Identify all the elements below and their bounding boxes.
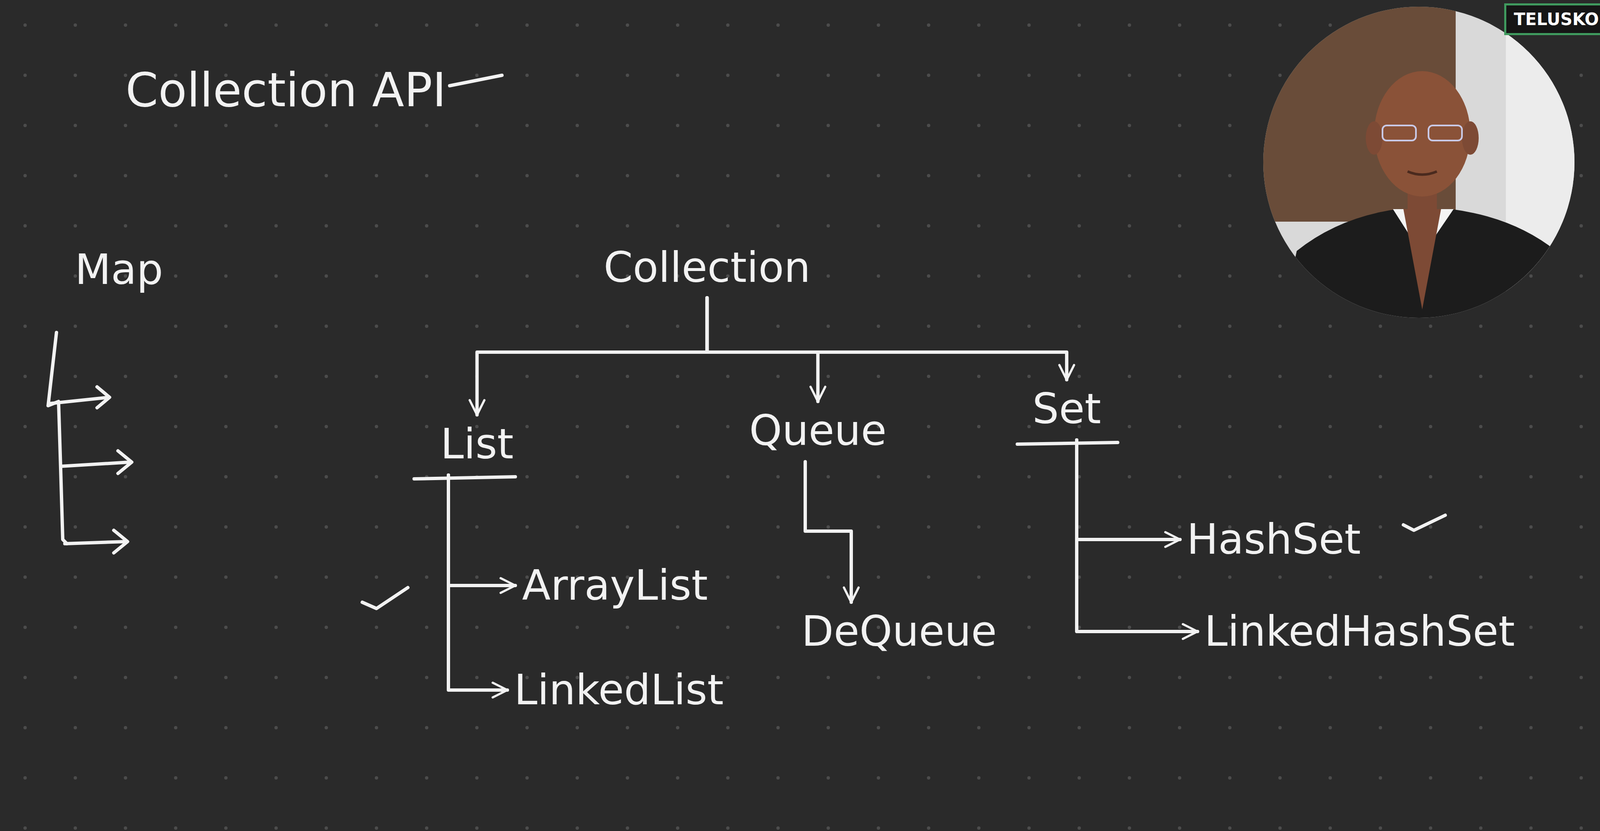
interface-name: Set: [1029, 384, 1104, 435]
hierarchy-arrow: [1076, 440, 1198, 632]
diagram-title: Collection API: [125, 62, 447, 118]
class-name: HashSet: [1184, 514, 1364, 565]
node-text: DeQueue: [801, 606, 997, 657]
hierarchy-arrow: [476, 297, 707, 415]
set-underline: [1017, 442, 1118, 445]
node-text: Map: [74, 244, 164, 295]
title-stroke: [449, 75, 502, 86]
watermark: TELUSKO: [1504, 3, 1600, 36]
hierarchy-arrow: [448, 475, 508, 691]
hierarchy-arrow: [706, 297, 818, 402]
node-text: LinkedList: [514, 665, 724, 716]
node-text: LinkedHashSet: [1204, 606, 1515, 657]
list-underline: [414, 476, 516, 479]
check-mark: [1403, 515, 1446, 531]
class-name: ArrayList: [519, 560, 711, 611]
presenter-webcam: [1259, 4, 1582, 331]
map-branches: [48, 332, 132, 553]
class-name: LinkedHashSet: [1201, 606, 1518, 657]
node-text: ArrayList: [522, 560, 708, 611]
node-text: List: [440, 419, 514, 470]
root-interface: Collection: [601, 242, 814, 293]
node-text: Collection: [603, 242, 811, 293]
node-text: Queue: [749, 405, 887, 456]
interface-name: Queue: [746, 405, 890, 456]
hierarchy-arrow: [805, 461, 852, 603]
map-interface: Map: [72, 244, 166, 295]
class-name: LinkedList: [511, 665, 727, 716]
check-mark: [362, 587, 408, 609]
node-text: HashSet: [1186, 514, 1361, 565]
class-name: DeQueue: [798, 606, 1000, 657]
hierarchy-arrow: [1076, 440, 1181, 540]
hierarchy-arrow: [706, 297, 1067, 380]
interface-name: List: [437, 419, 517, 470]
node-text: Set: [1032, 384, 1101, 435]
hierarchy-arrow: [448, 475, 516, 586]
